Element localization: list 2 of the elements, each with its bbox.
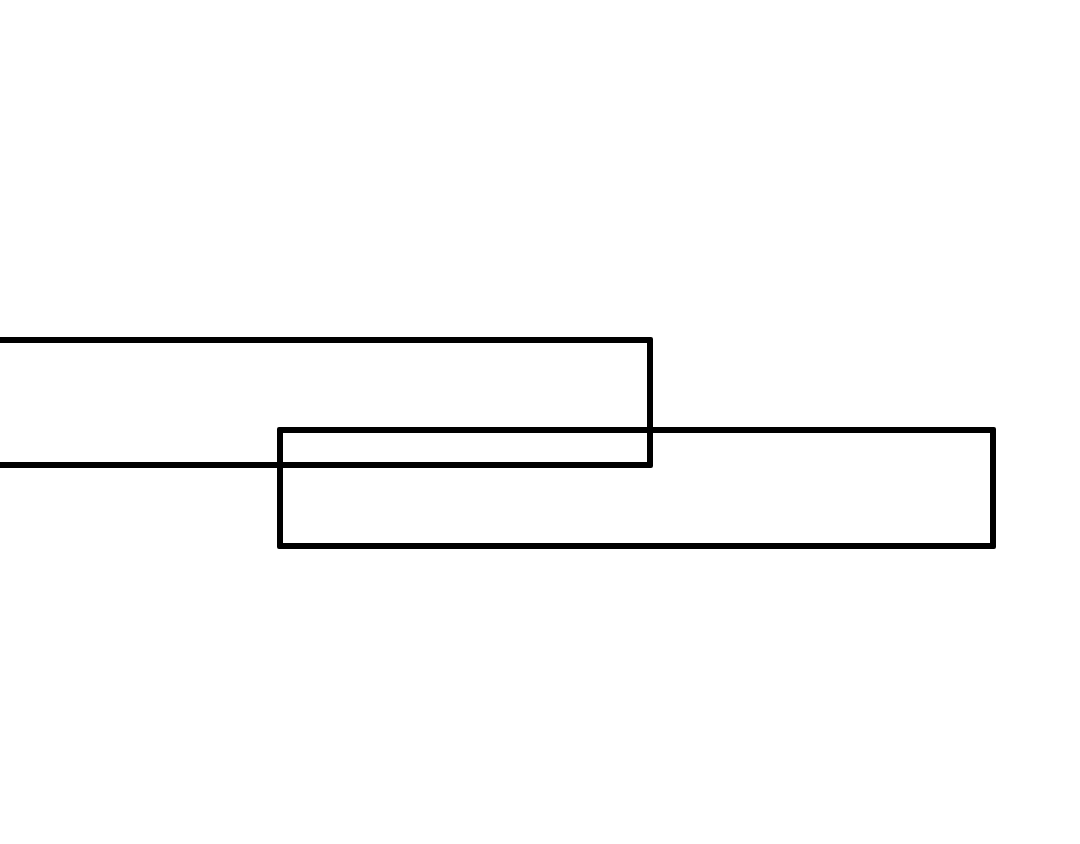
rectangle-outline bbox=[0, 337, 653, 468]
rectangle-outline bbox=[277, 427, 996, 549]
